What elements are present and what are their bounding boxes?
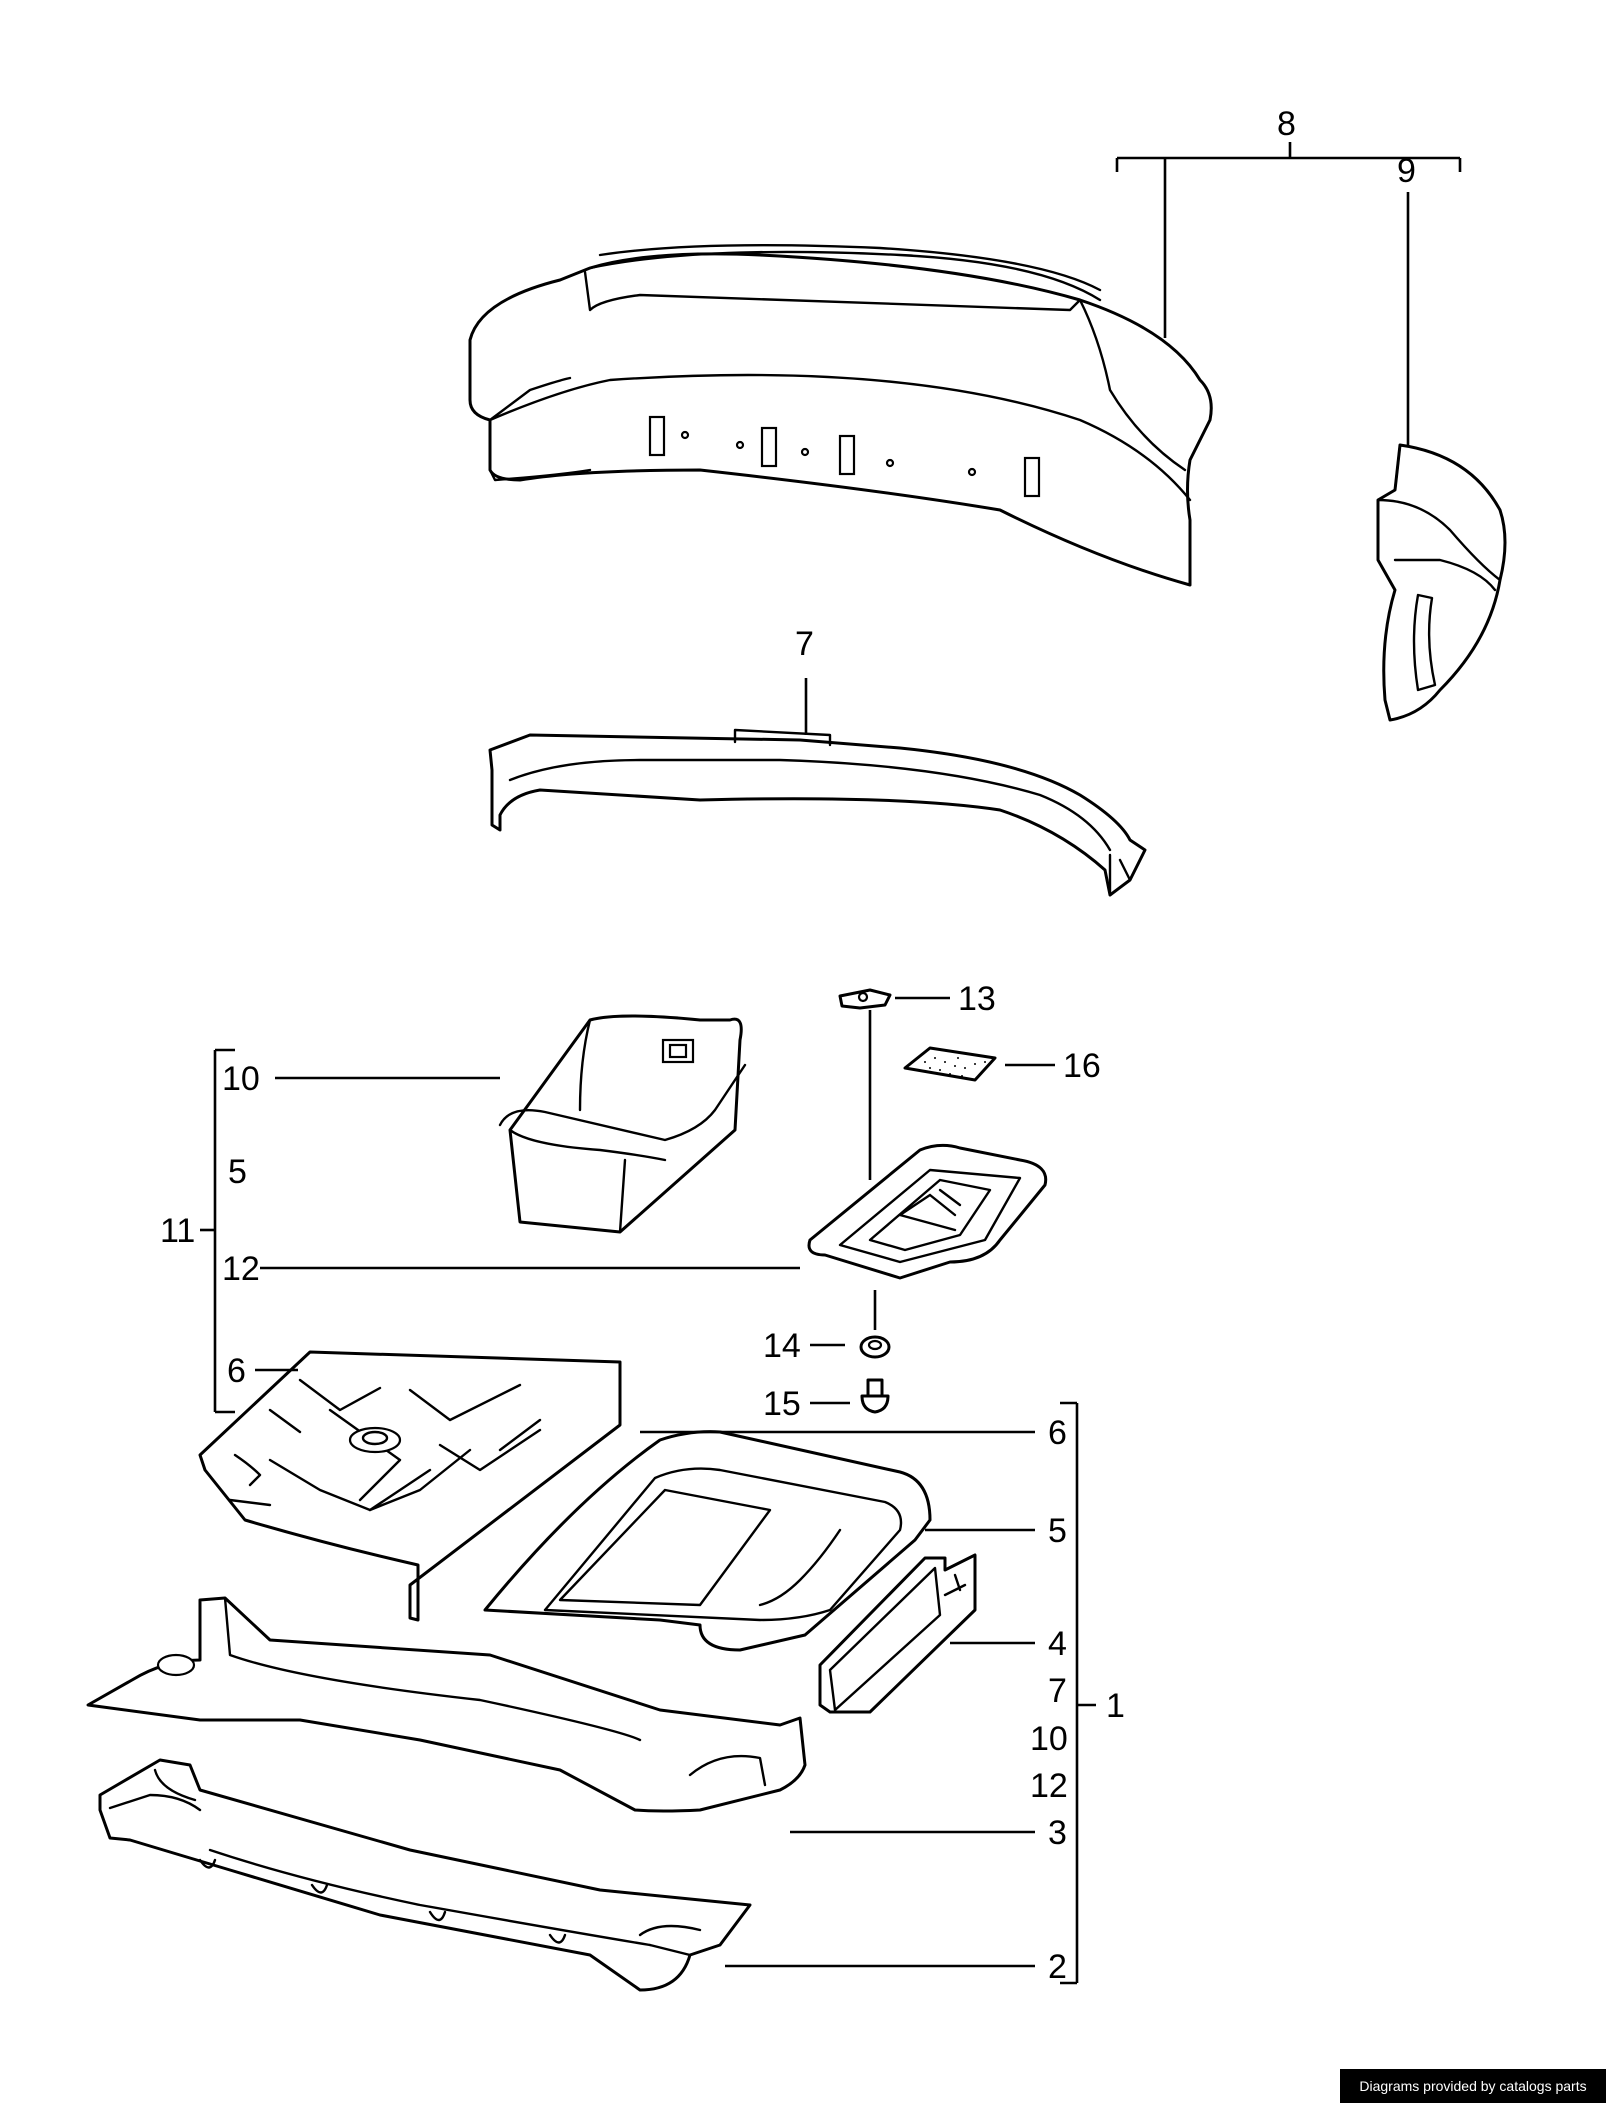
callout-2: 2 xyxy=(1048,1948,1067,1986)
callout-8: 8 xyxy=(1277,105,1296,143)
callout-4: 4 xyxy=(1048,1625,1067,1663)
callout-14: 14 xyxy=(763,1327,801,1365)
callout-7-right: 7 xyxy=(1048,1672,1067,1710)
callout-labels: 8 9 7 13 16 10 5 11 12 6 14 15 6 5 4 7 1… xyxy=(160,105,1416,1986)
callout-5-left: 5 xyxy=(228,1153,247,1191)
pad-texture xyxy=(924,1057,986,1077)
part-front-floor-member xyxy=(98,1758,752,1992)
callout-9: 9 xyxy=(1397,152,1416,190)
part-side-bracket xyxy=(818,1553,977,1714)
callout-5-right: 5 xyxy=(1048,1512,1067,1550)
part-rear-bracket xyxy=(488,728,1147,897)
callout-12-left: 12 xyxy=(222,1250,260,1288)
leader-lines xyxy=(200,142,1462,1985)
callout-13: 13 xyxy=(958,980,996,1018)
part-cover-plate xyxy=(807,1143,1048,1280)
part-corner-piece xyxy=(1376,443,1507,722)
callout-6-left: 6 xyxy=(227,1352,246,1390)
part-floor-channel xyxy=(86,1596,807,1813)
part-washer xyxy=(859,1335,891,1359)
part-screw xyxy=(860,1378,890,1414)
callout-7-top: 7 xyxy=(795,625,814,663)
callout-10-right: 10 xyxy=(1030,1720,1068,1758)
part-rear-crossmember xyxy=(468,244,1213,587)
credit-banner: Diagrams provided by catalogs parts xyxy=(1340,2069,1606,2103)
callout-1: 1 xyxy=(1106,1687,1125,1725)
part-clip xyxy=(838,988,892,1010)
part-pad xyxy=(903,1046,997,1082)
callout-12-right: 12 xyxy=(1030,1767,1068,1805)
callout-16: 16 xyxy=(1063,1047,1101,1085)
callout-10-left: 10 xyxy=(222,1060,260,1098)
callout-3: 3 xyxy=(1048,1814,1067,1852)
callout-11: 11 xyxy=(160,1212,195,1250)
callout-6-right: 6 xyxy=(1048,1414,1067,1452)
part-grid-panel xyxy=(198,1350,622,1622)
callout-15: 15 xyxy=(763,1385,801,1423)
part-storage-box xyxy=(498,1014,747,1234)
